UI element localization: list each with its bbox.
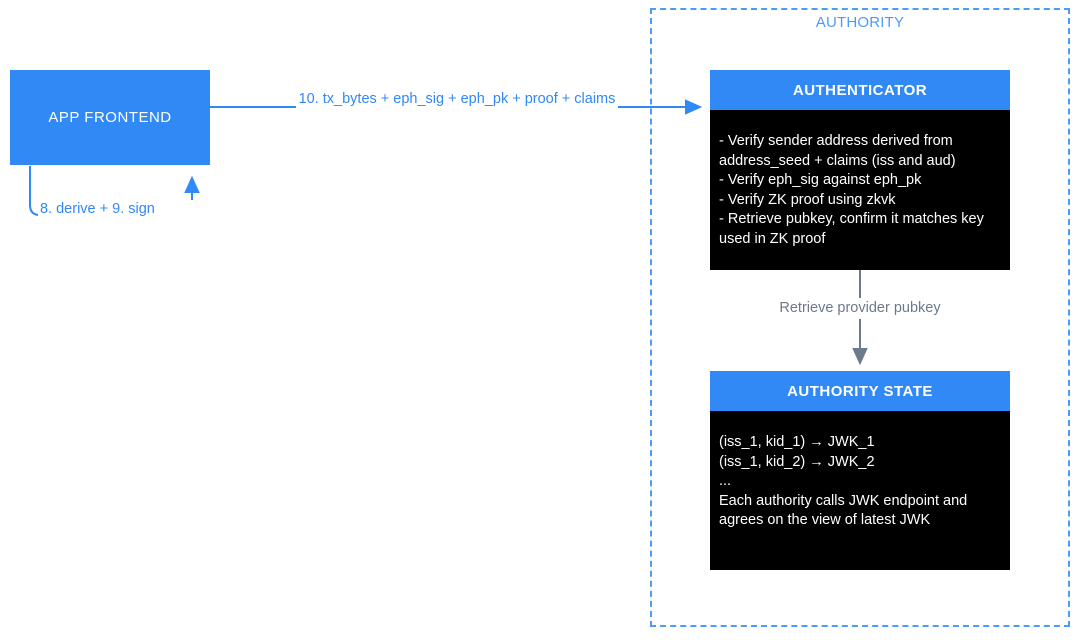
authority-group-container xyxy=(650,8,1070,627)
node-app-frontend[interactable]: APP FRONTEND xyxy=(10,70,210,165)
edge-label-retrieve-provider-pubkey: Retrieve provider pubkey xyxy=(770,298,950,319)
node-authority-state-header: AUTHORITY STATE xyxy=(710,371,1010,411)
node-authenticator-header: AUTHENTICATOR xyxy=(710,70,1010,110)
node-authenticator-body: - Verify sender address derived from add… xyxy=(710,110,1010,270)
node-authority-state-body: (iss_1, kid_1) → JWK_1 (iss_1, kid_2) → … xyxy=(710,411,1010,570)
node-authority-state[interactable]: AUTHORITY STATE (iss_1, kid_1) → JWK_1 (… xyxy=(710,371,1010,570)
node-authenticator[interactable]: AUTHENTICATOR - Verify sender address de… xyxy=(710,70,1010,270)
authority-group-title: AUTHORITY xyxy=(815,14,905,31)
edge-label-tx-bytes: 10. tx_bytes + eph_sig + eph_pk + proof … xyxy=(296,90,618,109)
node-app-frontend-label: APP FRONTEND xyxy=(48,109,172,126)
edge-label-derive-sign: 8. derive + 9. sign xyxy=(38,200,194,219)
